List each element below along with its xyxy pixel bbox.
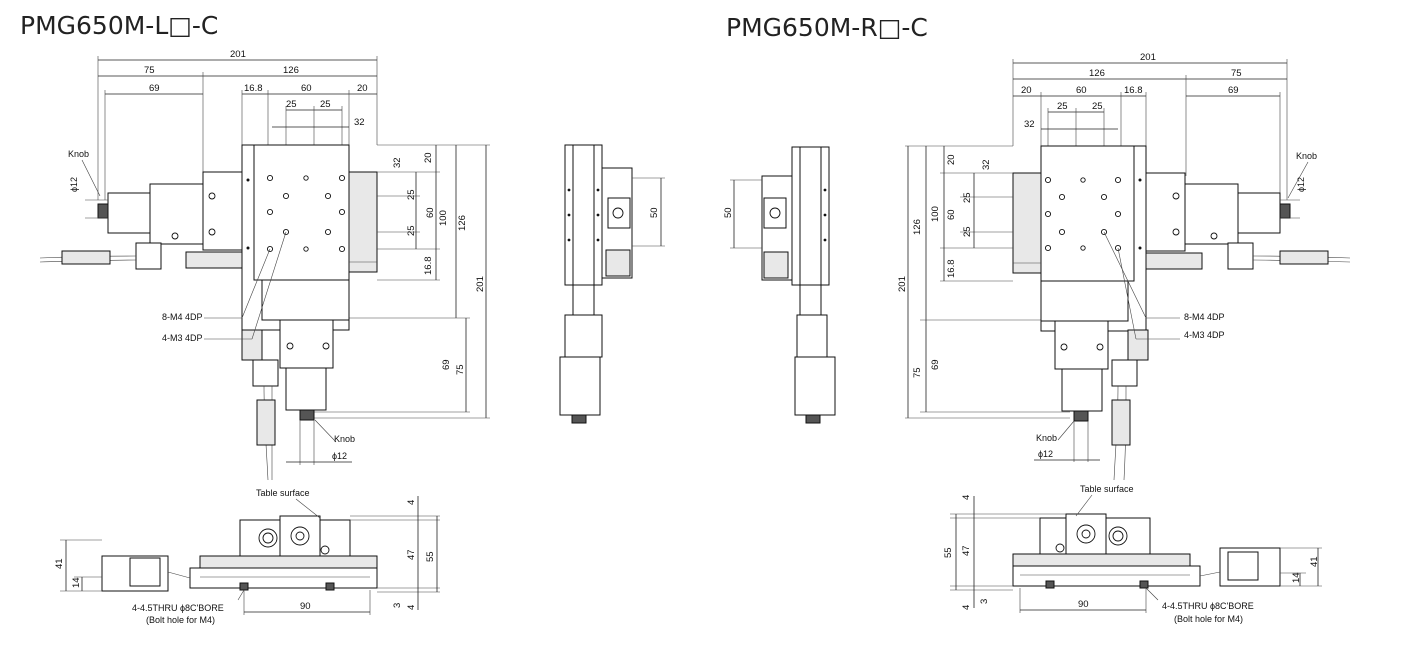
dim-14-left: 14	[71, 577, 82, 588]
dim-75-left: 75	[144, 65, 155, 76]
dim-201-right: 201	[1140, 52, 1156, 63]
right-top-view: 201 126 75 69 20 60 16.8 25 25 32	[897, 52, 1351, 481]
bolt-thru-label-left: 4-4.5THRU ϕ8C'BORE	[132, 603, 224, 613]
dim-50-middle-right: 50	[723, 207, 734, 218]
dim-25a-left: 25	[286, 99, 297, 110]
dim-16-8-right: 16.8	[1124, 85, 1143, 96]
dim-90-left: 90	[300, 601, 311, 612]
dim-25b-left: 25	[320, 99, 331, 110]
dim-126-side-right: 126	[912, 219, 923, 235]
dim-25-side1-right: 25	[962, 192, 973, 203]
m3-label-right: 4-M3 4DP	[1184, 330, 1225, 340]
dim-69-side-left: 69	[441, 359, 452, 370]
dim-47-left: 47	[406, 549, 417, 560]
dim-3-right: 3	[979, 599, 990, 604]
dim-3-left: 3	[392, 603, 403, 608]
dim-201-side-left: 201	[475, 276, 486, 292]
bolt-note-label-right: (Bolt hole for M4)	[1174, 614, 1243, 624]
left-side-view: 50	[559, 144, 665, 424]
dim-20-side-left: 20	[423, 152, 434, 163]
dim-50-middle-left: 50	[649, 207, 660, 218]
dim-4-bottom-left: 4	[406, 605, 417, 610]
knob-label-y-left: Knob	[334, 434, 355, 444]
dim-20-right: 20	[1021, 85, 1032, 96]
dim-69-side-right: 69	[930, 359, 941, 370]
dim-69-left: 69	[149, 83, 160, 94]
dim-100-left: 100	[438, 210, 449, 226]
dim-32-left: 32	[354, 117, 365, 128]
dim-126-right: 126	[1089, 68, 1105, 79]
dim-32-side-left: 32	[392, 157, 403, 168]
dim-25b-right: 25	[1092, 101, 1103, 112]
dim-75-side-left: 75	[455, 364, 466, 375]
dim-201-side-right: 201	[897, 276, 908, 292]
dim-60-left: 60	[301, 83, 312, 94]
dim-32-side-right: 32	[981, 159, 992, 170]
dim-126-side-left: 126	[457, 215, 468, 231]
m4-label-right: 8-M4 4DP	[1184, 312, 1225, 322]
dim-25-side1-left: 25	[406, 189, 417, 200]
dim-4-top-right: 4	[961, 495, 972, 500]
dim-60-side-left: 60	[425, 207, 436, 218]
table-surface-label-right: Table surface	[1080, 484, 1134, 494]
bolt-note-label-left: (Bolt hole for M4)	[146, 615, 215, 625]
dim-4-top-left: 4	[406, 500, 417, 505]
dim-75-side-right: 75	[912, 367, 923, 378]
dim-41-right: 41	[1309, 556, 1320, 567]
phi12-label-x-left: ϕ12	[69, 177, 79, 192]
dim-60-right: 60	[1076, 85, 1087, 96]
dim-20-left: 20	[357, 83, 368, 94]
dim-16-8-side-right: 16.8	[946, 260, 957, 279]
dim-25-side2-left: 25	[406, 225, 417, 236]
dim-60-side-right: 60	[946, 209, 957, 220]
dim-55-left: 55	[425, 551, 436, 562]
dim-201-left: 201	[230, 49, 246, 60]
dim-16-8-side-left: 16.8	[423, 257, 434, 276]
dim-100-right: 100	[930, 206, 941, 222]
title-left: PMG650M-L□-C	[20, 11, 218, 40]
dim-90-right: 90	[1078, 599, 1089, 610]
phi12-label-y-right: ϕ12	[1038, 449, 1053, 459]
m4-label-left: 8-M4 4DP	[162, 312, 203, 322]
dim-4-bottom-right: 4	[961, 605, 972, 610]
phi12-label-y-left: ϕ12	[332, 451, 347, 461]
dim-16-8-left: 16.8	[244, 83, 263, 94]
table-surface-label-left: Table surface	[256, 488, 310, 498]
dim-47-right: 47	[961, 545, 972, 556]
dim-126-left: 126	[283, 65, 299, 76]
phi12-label-x-right: ϕ12	[1296, 177, 1306, 192]
knob-label-x-right: Knob	[1296, 151, 1317, 161]
bolt-thru-label-right: 4-4.5THRU ϕ8C'BORE	[1162, 601, 1254, 611]
dim-55-right: 55	[943, 547, 954, 558]
dim-25a-right: 25	[1057, 101, 1068, 112]
knob-label-y-right: Knob	[1036, 433, 1057, 443]
dim-32-right: 32	[1024, 119, 1035, 130]
right-side-view: 50	[723, 146, 836, 424]
right-front-view: Table surface 4 47 55 3 4 41 14 90 4-4.5…	[943, 484, 1322, 624]
dim-14-right: 14	[1291, 572, 1302, 583]
dim-69-right: 69	[1228, 85, 1239, 96]
m3-label-left: 4-M3 4DP	[162, 333, 203, 343]
dim-25-side2-right: 25	[962, 226, 973, 237]
left-top-view: 201 75 126 69 16.8 60 20 25 25 32	[39, 49, 490, 481]
title-right: PMG650M-R□-C	[726, 13, 928, 42]
dim-20-side-right: 20	[946, 154, 957, 165]
dim-41-left: 41	[54, 558, 65, 569]
left-front-view: Table surface 4 47 55 3 4 41 14 90 4-4.5…	[54, 488, 440, 625]
knob-label-x-left: Knob	[68, 149, 89, 159]
dim-75-right: 75	[1231, 68, 1242, 79]
